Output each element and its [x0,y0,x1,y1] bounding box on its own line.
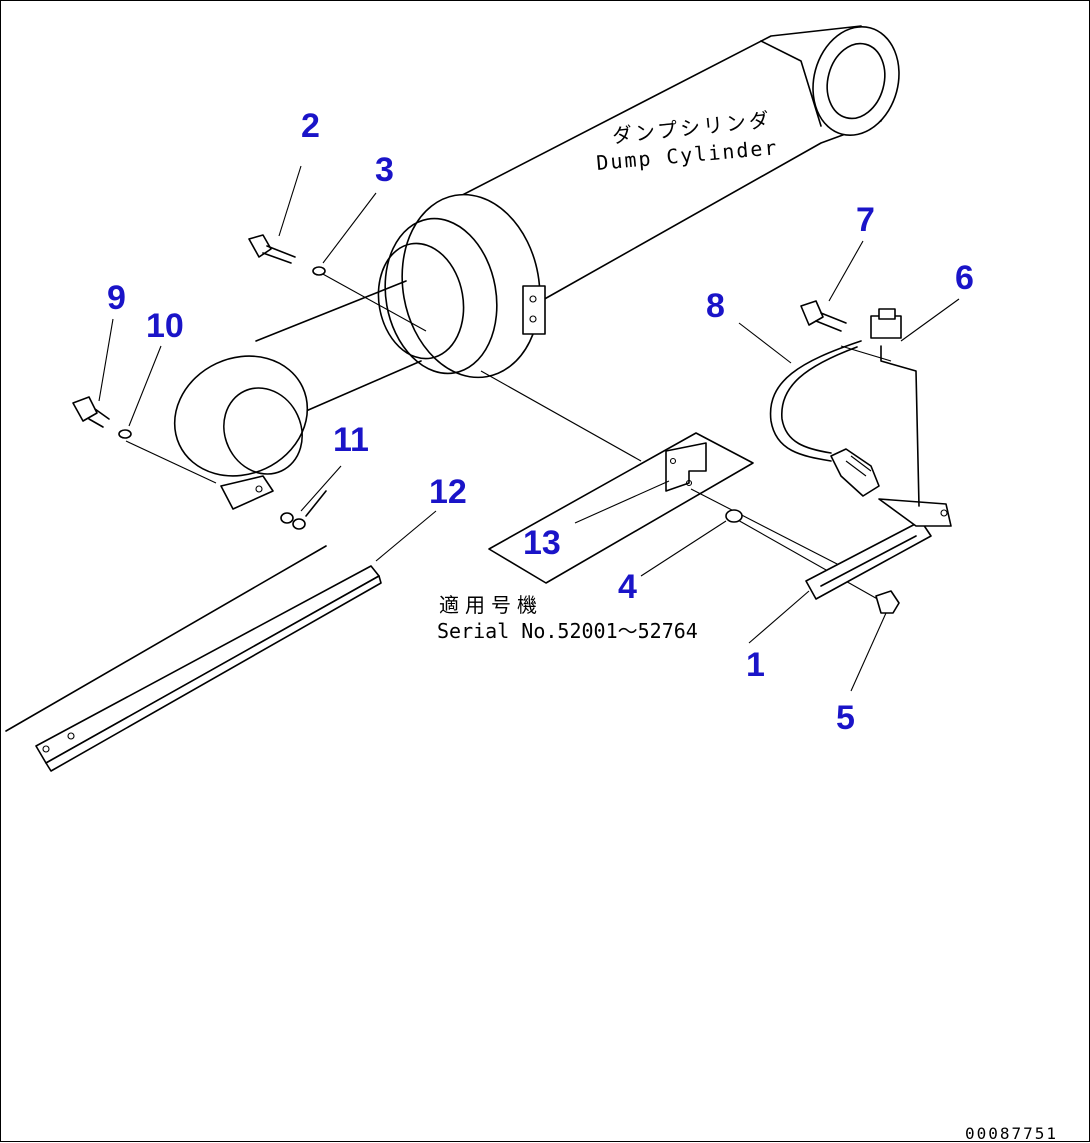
fasteners [72,234,900,614]
callout-1: 1 [746,646,765,684]
callout-3: 3 [375,151,394,189]
callout-13: 13 [523,524,561,562]
callout-5: 5 [836,699,855,737]
serial-label-jp: 適用号機 [439,593,543,617]
dump-cylinder [173,25,900,510]
sensor-harness [769,308,902,497]
callout-leaders [98,165,960,692]
plate-13 [488,432,754,584]
callout-numbers: 1 2 3 4 5 6 7 8 9 10 11 12 13 [107,107,974,737]
callout-9: 9 [107,279,126,317]
callout-10: 10 [146,307,184,345]
drawing-code: 00087751 [965,1124,1058,1143]
leader-lines [125,272,892,602]
callout-6: 6 [955,259,974,297]
serial-label-en: Serial No.52001～52764 [437,619,698,643]
callout-8: 8 [706,287,725,325]
callout-12: 12 [429,473,467,511]
callout-4: 4 [618,568,637,606]
angle-bracket-12 [5,545,382,772]
sensor-bracket-1 [805,345,952,600]
callout-7: 7 [856,201,875,239]
callout-11: 11 [333,421,369,459]
callout-2: 2 [301,107,320,145]
